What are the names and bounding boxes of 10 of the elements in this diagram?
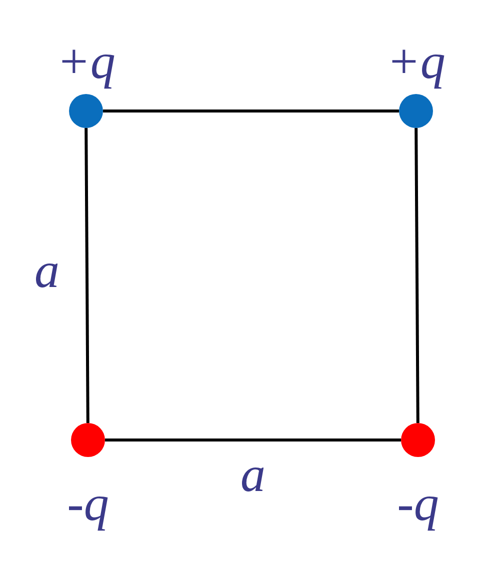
charge-dot	[399, 94, 433, 128]
line	[414, 128, 420, 423]
line	[105, 438, 401, 442]
line	[84, 128, 90, 423]
charge-dot	[71, 423, 105, 457]
edge-label: a	[34, 244, 60, 294]
charge-dot	[401, 423, 435, 457]
edge-label: a	[240, 449, 266, 499]
line	[103, 110, 399, 112]
charge-dot	[69, 94, 103, 128]
